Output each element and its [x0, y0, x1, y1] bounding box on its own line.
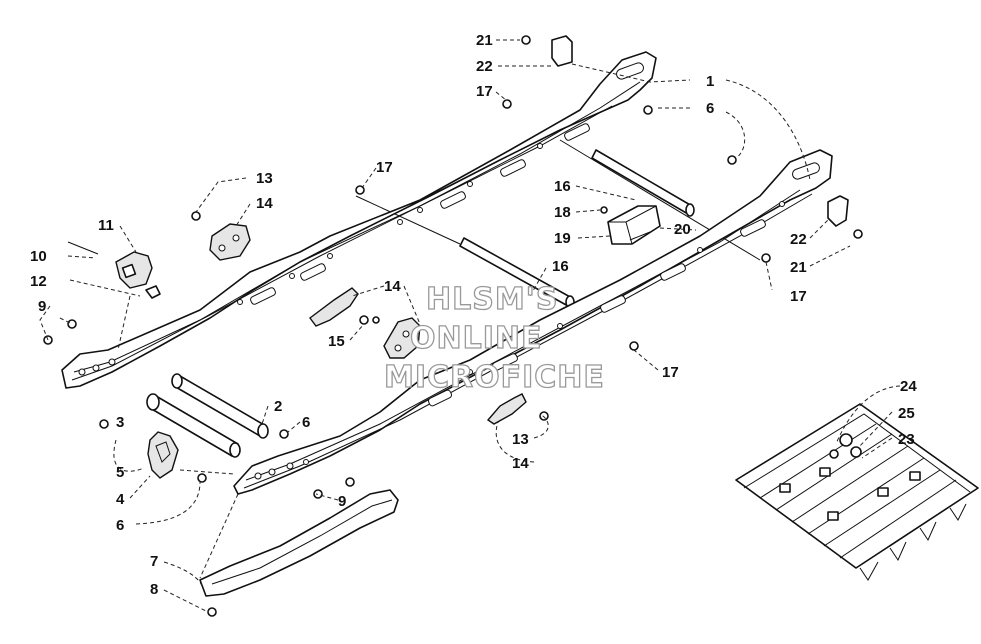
rear-block-upper	[551, 35, 573, 67]
callout-17: 17	[376, 159, 393, 176]
callout-20: 20	[674, 221, 691, 238]
rear-cross-shaft	[559, 139, 761, 261]
callout-16: 16	[554, 178, 571, 195]
callout-2: 2	[274, 398, 282, 415]
callout-19: 19	[554, 230, 571, 247]
callout-13: 13	[512, 431, 529, 448]
callout-12: 12	[30, 273, 47, 290]
callout-3: 3	[116, 414, 124, 431]
callout-15: 15	[328, 333, 345, 350]
rear-block-lower	[827, 195, 849, 227]
callout-17: 17	[790, 288, 807, 305]
callout-13: 13	[256, 170, 273, 187]
callout-16: 16	[552, 258, 569, 275]
watermark-line-3: MICROFICHE	[384, 360, 605, 395]
callout-17: 17	[662, 364, 679, 381]
callout-21: 21	[790, 259, 807, 276]
bracket-11	[115, 251, 153, 289]
bracket-12	[145, 285, 161, 299]
callout-22: 22	[790, 231, 807, 248]
slide	[199, 489, 399, 597]
callout-24: 24	[900, 378, 917, 395]
callout-9: 9	[338, 493, 346, 510]
callout-9: 9	[38, 298, 46, 315]
shock-plate-middle	[309, 287, 359, 327]
callout-21: 21	[476, 32, 493, 49]
callout-6: 6	[302, 414, 310, 431]
callout-22: 22	[476, 58, 493, 75]
front-cross-shaft-3	[146, 393, 241, 458]
leader-lines	[39, 39, 901, 613]
bumper-block	[607, 205, 661, 245]
watermark-line-1: HLSM'S	[426, 282, 558, 317]
callout-11: 11	[98, 217, 114, 234]
shock-plate-lower	[486, 393, 527, 425]
left-rail	[233, 149, 833, 495]
callout-25: 25	[898, 405, 915, 422]
callout-14: 14	[512, 455, 529, 472]
callout-23: 23	[898, 431, 915, 448]
callout-6: 6	[116, 517, 124, 534]
callout-5: 5	[116, 464, 124, 481]
watermark-line-2: ONLINE	[410, 321, 543, 356]
track-section	[735, 403, 979, 581]
callout-8: 8	[150, 581, 158, 598]
callout-14: 14	[256, 195, 273, 212]
callout-7: 7	[150, 553, 158, 570]
front-bracket	[147, 431, 179, 479]
callout-10: 10	[30, 248, 47, 265]
callout-4: 4	[116, 491, 125, 508]
front-cross-shaft-2	[171, 373, 269, 439]
callout-18: 18	[554, 204, 571, 221]
right-rail	[61, 51, 657, 389]
callout-1: 1	[706, 73, 714, 90]
callout-14: 14	[384, 278, 401, 295]
shock-plate-upper	[209, 223, 251, 261]
watermark: HLSM'S ONLINE MICROFICHE	[383, 281, 605, 395]
hardware	[43, 35, 863, 617]
callout-17: 17	[476, 83, 493, 100]
shock-plate-center	[383, 317, 421, 359]
callout-6: 6	[706, 100, 714, 117]
middle-cross-shaft	[355, 195, 575, 309]
callout-labels: 21 22 1 17 6 13 17 16 14 18 11 20 19 22 …	[30, 32, 917, 598]
